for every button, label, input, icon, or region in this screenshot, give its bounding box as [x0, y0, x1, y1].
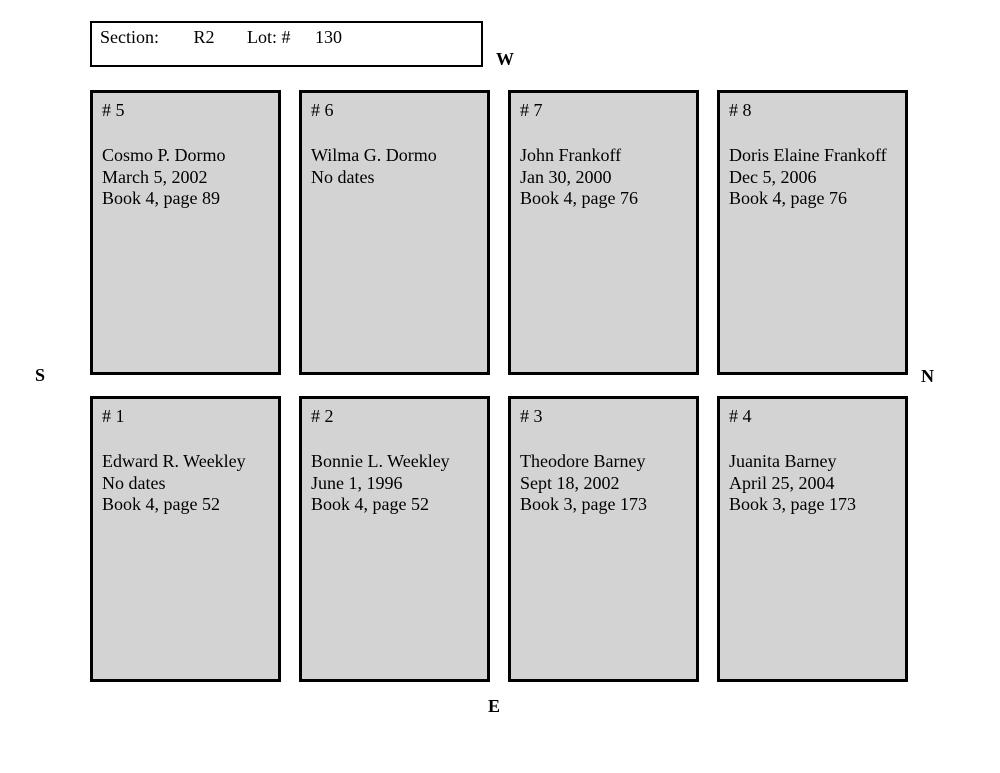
plot-details: Juanita Barney April 25, 2004 Book 3, pa…: [729, 451, 896, 516]
plot-number: # 1: [102, 406, 125, 426]
plot-details: Cosmo P. Dormo March 5, 2002 Book 4, pag…: [102, 145, 269, 210]
plot-card-7: # 7 John Frankoff Jan 30, 2000 Book 4, p…: [508, 90, 699, 375]
plot-date: March 5, 2002: [102, 166, 208, 187]
plot-name: Bonnie L. Weekley: [311, 451, 450, 471]
plot-details: Doris Elaine Frankoff Dec 5, 2006 Book 4…: [729, 145, 896, 210]
plot-book-page: Book 3, page 173: [729, 494, 856, 514]
plot-date: April 25, 2004: [729, 472, 835, 493]
plot-details: Wilma G. Dormo No dates: [311, 145, 478, 188]
plot-date: Sept 18, 2002: [520, 472, 620, 493]
plot-card-8: # 8 Doris Elaine Frankoff Dec 5, 2006 Bo…: [717, 90, 908, 375]
plot-details: Theodore Barney Sept 18, 2002 Book 3, pa…: [520, 451, 687, 516]
plot-book-page: Book 4, page 89: [102, 188, 220, 208]
plot-name: Theodore Barney: [520, 451, 646, 471]
plot-name: Wilma G. Dormo: [311, 145, 437, 165]
plot-number: # 4: [729, 406, 752, 426]
plot-card-3: # 3 Theodore Barney Sept 18, 2002 Book 3…: [508, 396, 699, 682]
lot-value: 130: [315, 27, 343, 47]
plot-date: No dates: [311, 166, 375, 187]
plot-details: John Frankoff Jan 30, 2000 Book 4, page …: [520, 145, 687, 210]
plot-book-page: Book 4, page 76: [520, 188, 638, 208]
compass-west-label: W: [496, 49, 514, 69]
compass-north-label: N: [921, 366, 934, 386]
section-value: R2: [193, 27, 215, 47]
plot-name: Cosmo P. Dormo: [102, 145, 226, 165]
plot-number: # 3: [520, 406, 543, 426]
plot-number: # 7: [520, 100, 543, 120]
plot-card-2: # 2 Bonnie L. Weekley June 1, 1996 Book …: [299, 396, 490, 682]
plot-number: # 2: [311, 406, 334, 426]
plot-date: No dates: [102, 472, 166, 493]
plot-number: # 6: [311, 100, 334, 120]
plot-name: Edward R. Weekley: [102, 451, 246, 471]
section-lot-text: Section: R2 Lot: # 130: [92, 23, 481, 48]
plot-card-4: # 4 Juanita Barney April 25, 2004 Book 3…: [717, 396, 908, 682]
plot-name: Doris Elaine Frankoff: [729, 145, 887, 165]
plot-book-page: Book 4, page 52: [102, 494, 220, 514]
compass-east-label: E: [488, 696, 501, 716]
section-label: Section:: [100, 27, 159, 47]
plot-book-page: Book 4, page 76: [729, 188, 847, 208]
section-lot-box: Section: R2 Lot: # 130: [90, 21, 483, 67]
plot-number: # 5: [102, 100, 125, 120]
plot-name: Juanita Barney: [729, 451, 837, 471]
plot-book-page: Book 4, page 52: [311, 494, 429, 514]
plot-date: June 1, 1996: [311, 472, 403, 493]
plot-date: Jan 30, 2000: [520, 166, 612, 187]
plot-details: Edward R. Weekley No dates Book 4, page …: [102, 451, 269, 516]
plot-book-page: Book 3, page 173: [520, 494, 647, 514]
plot-card-6: # 6 Wilma G. Dormo No dates: [299, 90, 490, 375]
plot-card-5: # 5 Cosmo P. Dormo March 5, 2002 Book 4,…: [90, 90, 281, 375]
compass-south-label: S: [35, 365, 46, 385]
lot-label: Lot: #: [247, 27, 291, 47]
plot-date: Dec 5, 2006: [729, 166, 817, 187]
plot-card-1: # 1 Edward R. Weekley No dates Book 4, p…: [90, 396, 281, 682]
plot-number: # 8: [729, 100, 752, 120]
plot-details: Bonnie L. Weekley June 1, 1996 Book 4, p…: [311, 451, 478, 516]
plot-name: John Frankoff: [520, 145, 622, 165]
